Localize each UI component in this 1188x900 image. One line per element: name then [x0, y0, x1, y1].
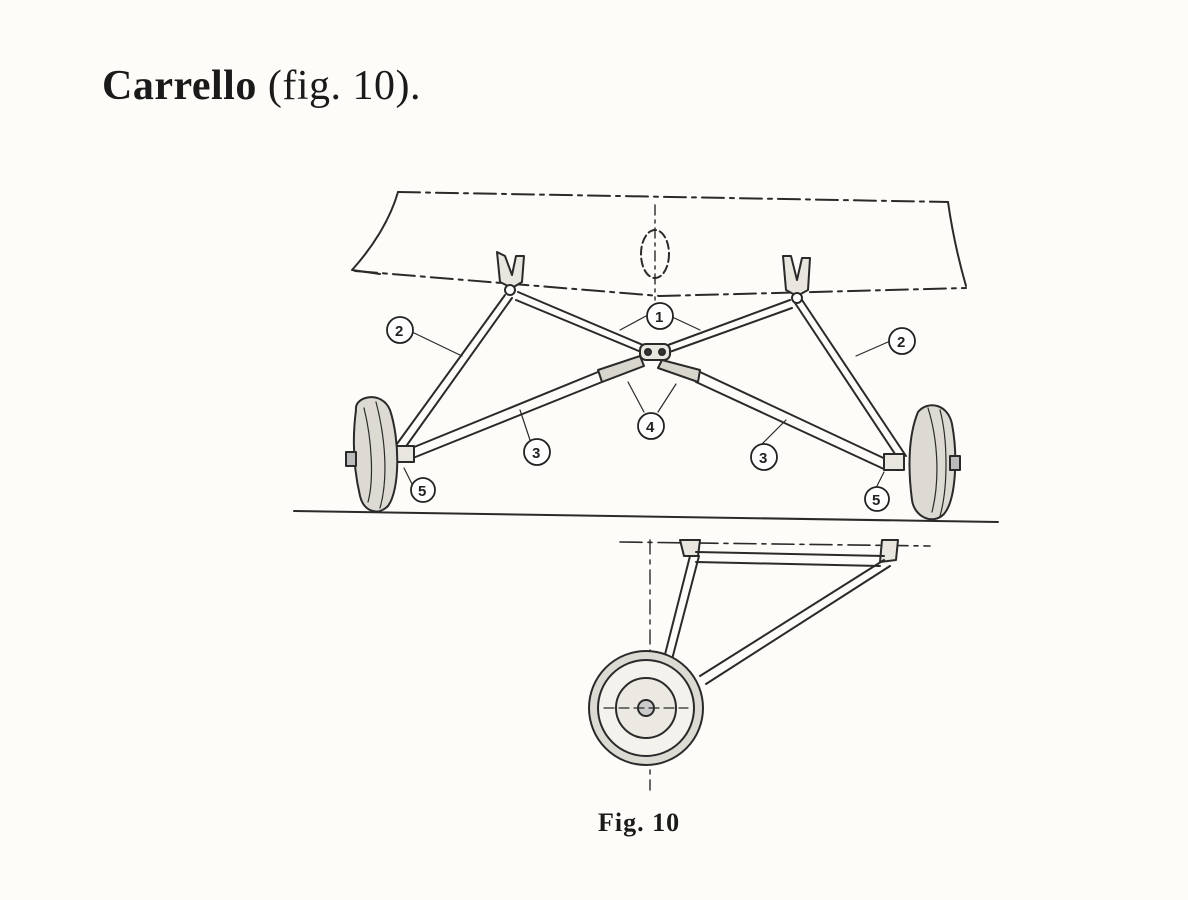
svg-text:1: 1 [655, 309, 663, 326]
callout-5-left: 5 [410, 477, 436, 503]
svg-text:2: 2 [395, 323, 403, 340]
fitting-5-right [883, 453, 905, 471]
callout-labels: 1 2 2 3 3 4 5 5 [386, 302, 916, 512]
callout-5-right: 5 [864, 486, 890, 512]
axle-3-left [401, 371, 603, 461]
callout-2-right: 2 [888, 327, 916, 355]
svg-text:3: 3 [759, 450, 767, 467]
mount-bracket-left [496, 251, 525, 296]
svg-text:3: 3 [532, 445, 540, 462]
callout-4: 4 [637, 412, 665, 440]
strut-2-right [794, 299, 907, 461]
heading-title: Carrello [102, 63, 257, 109]
wheel-right [908, 404, 961, 521]
strut-2-left [393, 294, 513, 453]
axle-3-right [695, 371, 893, 471]
callout-3-right: 3 [750, 443, 778, 471]
fuselage-outline [351, 191, 967, 301]
section-heading: Carrello (fig. 10). [102, 62, 421, 110]
turnbuckle-4-left [597, 355, 645, 383]
svg-text:5: 5 [418, 483, 426, 500]
callout-3-left: 3 [523, 438, 551, 466]
center-joint [639, 343, 671, 361]
heading-reference: (fig. 10). [267, 63, 421, 109]
ground-line [293, 510, 999, 523]
leader-lines [403, 315, 889, 489]
mount-bracket-right [782, 255, 811, 304]
fitting-5-left [395, 445, 415, 463]
callout-2-left: 2 [386, 316, 414, 344]
cross-strut-1 [515, 291, 793, 355]
figure-caption: Fig. 10 [598, 808, 681, 837]
wheel-left [345, 396, 399, 513]
callout-1: 1 [646, 302, 674, 330]
side-view [588, 539, 931, 791]
turnbuckle-4-right [657, 359, 701, 383]
svg-text:2: 2 [897, 334, 905, 351]
svg-text:5: 5 [872, 492, 880, 509]
svg-text:4: 4 [646, 419, 655, 436]
